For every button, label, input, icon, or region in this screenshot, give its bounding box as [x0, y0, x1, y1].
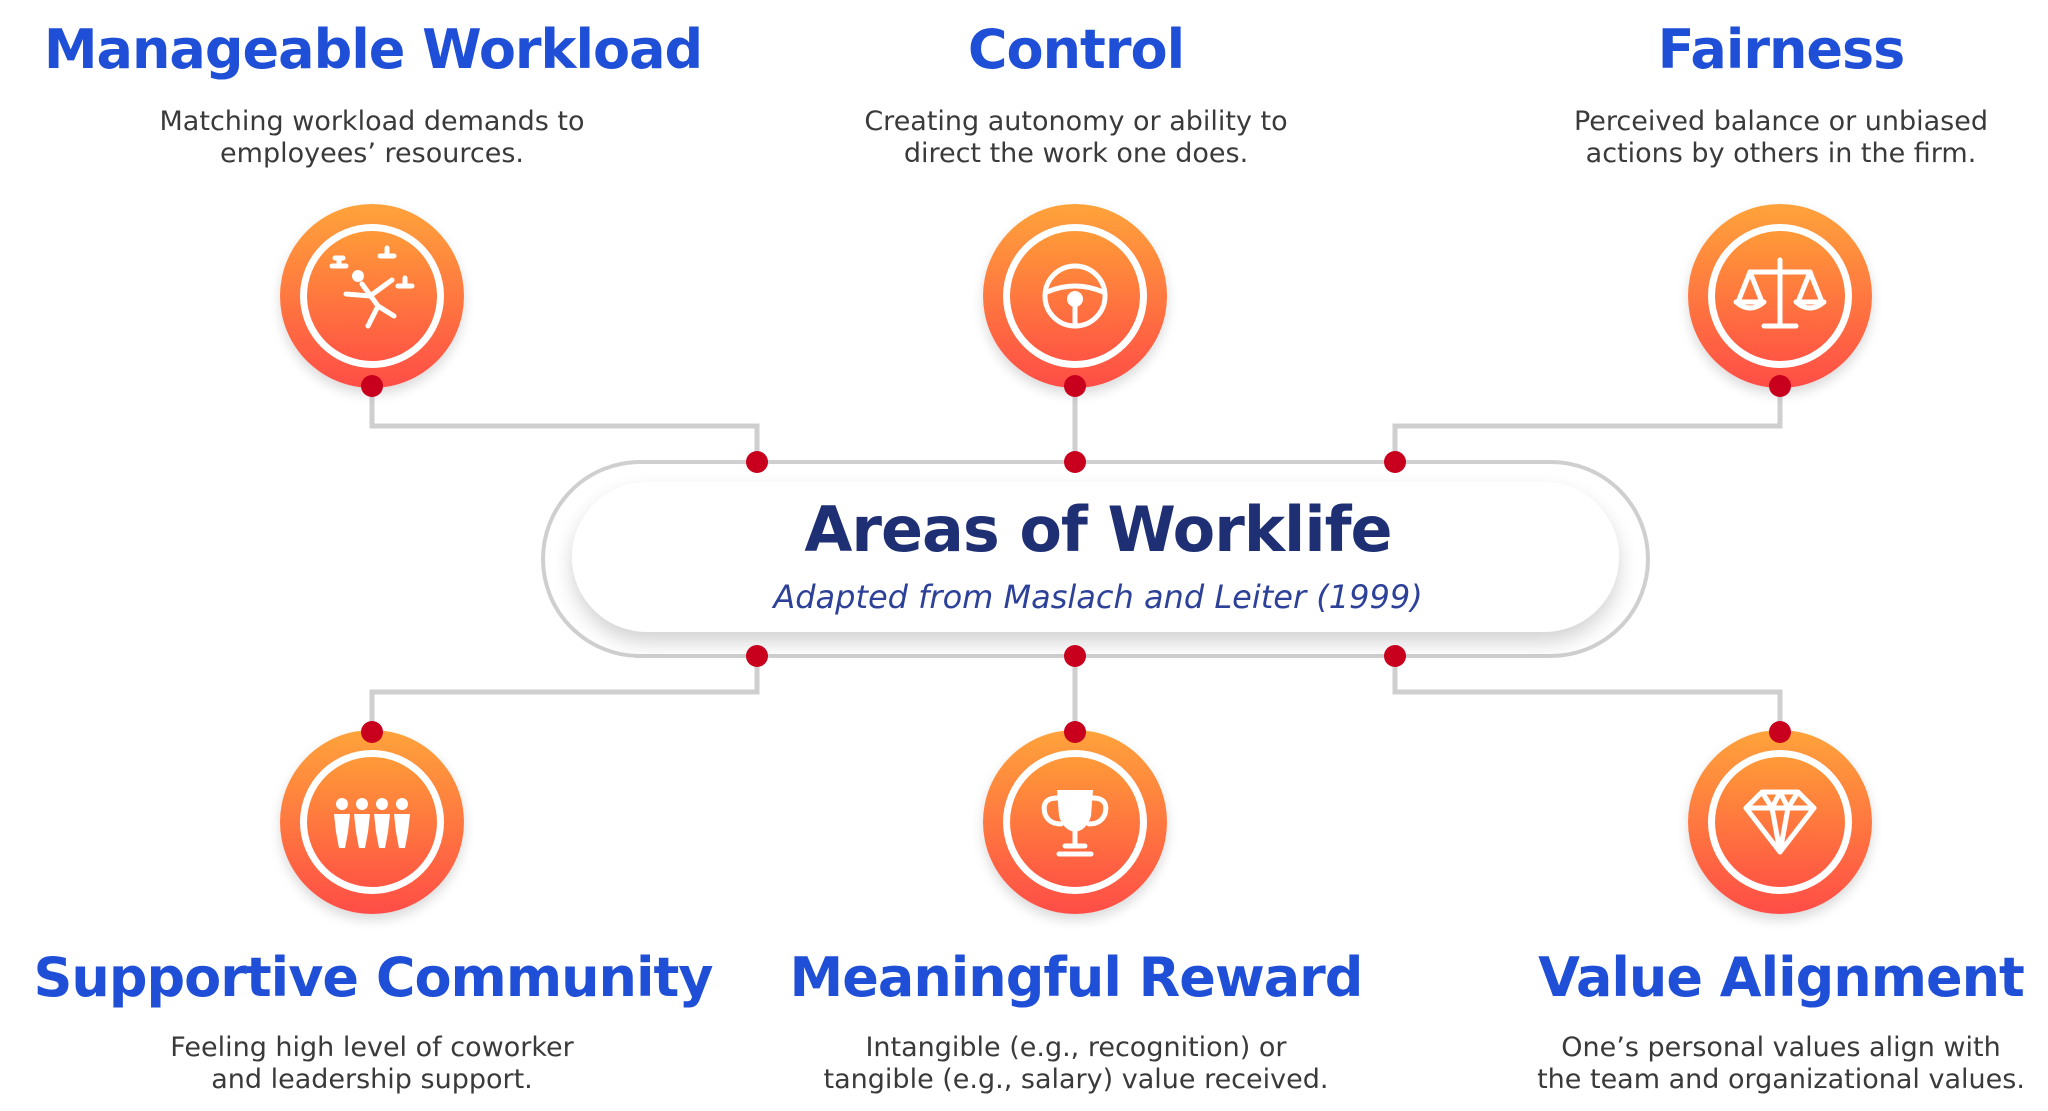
diamond-icon — [1743, 789, 1817, 855]
trophy-icon — [1041, 790, 1109, 857]
desc-line: and leadership support. — [211, 1064, 533, 1095]
connector-dot — [1769, 721, 1791, 743]
title-control: Control — [967, 18, 1185, 81]
title-supportive-community: Supportive Community — [33, 946, 714, 1009]
desc-line: Intangible (e.g., recognition) or — [865, 1032, 1287, 1063]
desc-line: Perceived balance or unbiased — [1573, 106, 1989, 137]
title-fairness: Fairness — [1657, 18, 1906, 81]
area-icon-badge-fairness — [1688, 204, 1872, 388]
area-icon-badge-reward — [983, 730, 1167, 914]
steering-wheel-icon — [1042, 263, 1108, 329]
desc-fairness: Perceived balance or unbiased actions by… — [1431, 106, 2048, 170]
connector-fairness — [1392, 386, 1783, 462]
desc-line: the team and organizational values. — [1537, 1064, 2025, 1095]
desc-line: Creating autonomy or ability to — [864, 106, 1288, 137]
title-value-alignment: Value Alignment — [1538, 946, 2025, 1009]
title-manageable-workload: Manageable Workload — [43, 18, 703, 81]
desc-meaningful-reward: Intangible (e.g., recognition) or tangib… — [726, 1032, 1426, 1096]
connector-dot — [1064, 721, 1086, 743]
connector-dot — [361, 375, 383, 397]
area-icon-badge-workload — [280, 204, 464, 388]
pill-dot — [1064, 645, 1086, 667]
center-title: Areas of Worklife — [804, 493, 1392, 566]
desc-line: direct the work one does. — [903, 138, 1249, 169]
desc-control: Creating autonomy or ability to direct t… — [726, 106, 1426, 170]
people-group-icon — [334, 798, 410, 848]
pill-dot — [746, 645, 768, 667]
desc-line: Matching workload demands to — [159, 106, 585, 137]
pill-dots — [746, 451, 1406, 667]
desc-line: Feeling high level of coworker — [170, 1032, 574, 1063]
desc-line: One’s personal values align with — [1561, 1032, 2001, 1063]
area-icon-badge-control — [983, 204, 1167, 388]
connector-workload — [369, 386, 760, 462]
pill-dot — [746, 451, 768, 473]
connector-dot — [361, 721, 383, 743]
desc-line: tangible (e.g., salary) value received. — [823, 1064, 1329, 1095]
connector-dot — [1769, 375, 1791, 397]
center-subtitle: Adapted from Maslach and Leiter (1999) — [773, 578, 1423, 616]
desc-line: employees’ resources. — [220, 138, 524, 169]
scales-icon — [1733, 257, 1827, 329]
connector-lines — [369, 386, 1783, 732]
title-meaningful-reward: Meaningful Reward — [789, 946, 1364, 1009]
area-icon-badge-community — [280, 730, 464, 914]
connector-dot — [1064, 375, 1086, 397]
desc-line: actions by others in the firm. — [1585, 138, 1977, 169]
desc-value-alignment: One’s personal values align with the tea… — [1431, 1032, 2048, 1096]
area-icon-badge-alignment — [1688, 730, 1872, 914]
connector-community — [369, 656, 760, 732]
connector-alignment — [1392, 656, 1783, 732]
juggler-icon — [329, 245, 415, 329]
center-pill — [541, 460, 1650, 658]
desc-supportive-community: Feeling high level of coworker and leade… — [22, 1032, 722, 1096]
pill-dot — [1384, 451, 1406, 473]
pill-dot — [1384, 645, 1406, 667]
pill-dot — [1064, 451, 1086, 473]
desc-manageable-workload: Matching workload demands to employees’ … — [22, 106, 722, 170]
